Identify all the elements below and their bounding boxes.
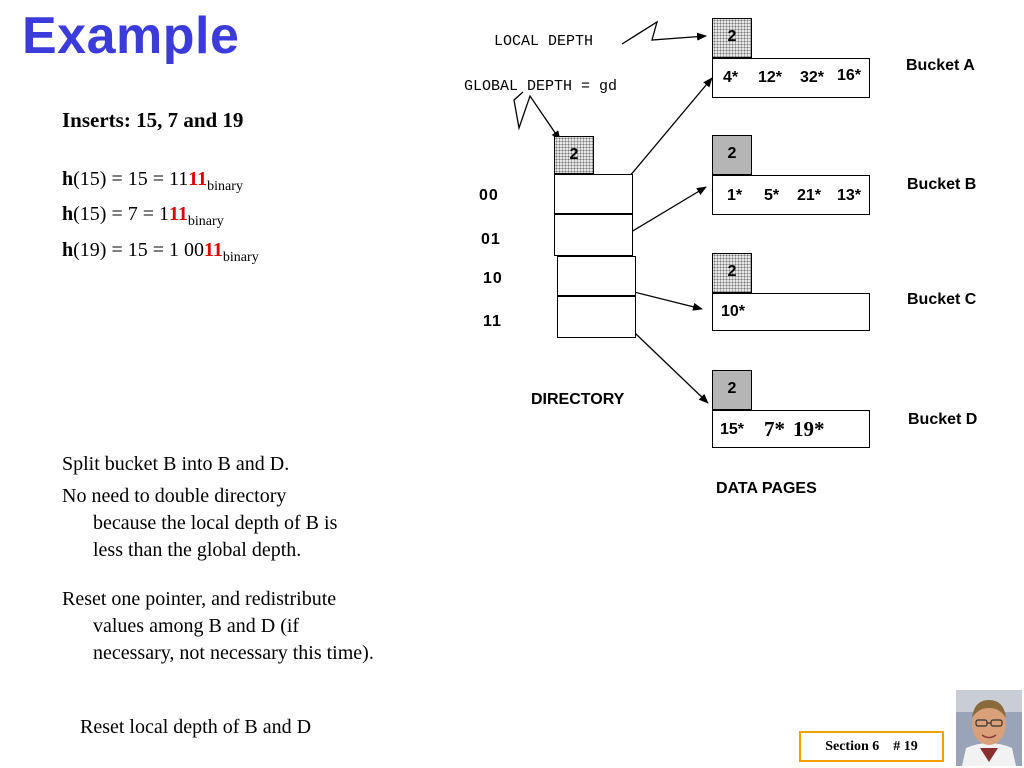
hash-fn: h <box>62 203 74 225</box>
hash-expr: (15) = 15 = 11 <box>73 168 189 190</box>
bucket-b-label: Bucket B <box>907 176 977 193</box>
hash-bits: 11 <box>204 239 223 261</box>
directory-label: DIRECTORY <box>531 391 625 408</box>
hash-line-2: h(15) = 7 = 111binary <box>62 203 224 230</box>
directory-cell-10 <box>557 256 636 296</box>
hash-bits: 11 <box>169 203 188 225</box>
data-pages-label: DATA PAGES <box>716 480 817 497</box>
local-depth-callout <box>621 20 707 45</box>
bucket-c-label: Bucket C <box>907 291 977 308</box>
last-note: Reset local depth of B and D <box>80 716 312 738</box>
bucket-a-page: 4* 12* 32* 16* <box>712 58 870 98</box>
bullet-split: Split bucket B into B and D. <box>62 451 289 478</box>
bullet-text-cont: values among B and D (if <box>93 615 300 637</box>
bullet-text-cont: less than the global depth. <box>93 539 302 561</box>
bullet-reset-pointer: Reset one pointer, and redistribute valu… <box>62 586 374 667</box>
directory-entry-00: 00 <box>479 187 499 204</box>
global-depth-label: GLOBAL DEPTH = gd <box>464 78 618 95</box>
hash-sub: binary <box>222 250 259 265</box>
bullet-text-cont: because the local depth of B is <box>93 512 338 534</box>
hash-expr: (19) = 15 = 1 00 <box>73 239 205 261</box>
bucket-c-local-depth: 2 <box>712 253 752 293</box>
bullet-text: No need to double directory <box>62 485 287 507</box>
bucket-entry: 5* <box>764 187 780 204</box>
hash-line-3: h(19) = 15 = 1 0011binary <box>62 239 259 266</box>
hash-expr: (15) = 7 = 1 <box>73 203 170 225</box>
bucket-a-local-depth: 2 <box>712 18 752 58</box>
bucket-entry: 1* <box>727 187 743 204</box>
hash-bits: 11 <box>188 168 208 190</box>
bucket-d-local-depth: 2 <box>712 370 752 410</box>
directory-cell-00 <box>554 174 633 214</box>
bucket-entry: 19* <box>793 417 825 441</box>
directory-entry-11: 11 <box>483 313 502 330</box>
directory-entry-01: 01 <box>481 231 501 248</box>
bullet-text-cont: necessary, not necessary this time). <box>93 642 374 664</box>
bucket-entry: 21* <box>797 187 822 204</box>
bucket-entry: 13* <box>837 187 862 204</box>
bucket-entry: 15* <box>720 421 745 438</box>
bucket-entry: 10* <box>721 303 746 320</box>
directory-cell-01 <box>554 214 633 256</box>
hash-fn: h <box>62 168 74 190</box>
bucket-entry: 4* <box>723 69 739 86</box>
bucket-a-label: Bucket A <box>906 57 975 74</box>
bucket-entry: 32* <box>800 69 825 86</box>
bucket-d-label: Bucket D <box>908 411 978 428</box>
directory-cell-11 <box>557 296 636 338</box>
section-footer: Section 6 # 19 <box>799 731 944 762</box>
bucket-entry: 16* <box>837 67 862 84</box>
global-depth-box: 2 <box>554 136 594 174</box>
slide-title: Example <box>22 7 240 65</box>
hash-line-1: h(15) = 15 = 1111binary <box>62 168 243 195</box>
directory-entry-10: 10 <box>483 270 503 287</box>
bucket-c-page: 10* <box>712 293 870 331</box>
bucket-entry: 7* <box>764 417 785 441</box>
bullet-text: Split bucket B into B and D. <box>62 453 290 475</box>
hash-sub: binary <box>187 214 224 229</box>
hash-sub: binary <box>207 179 243 194</box>
bucket-d-page: 15* 7* 19* <box>712 410 870 448</box>
bucket-entry: 12* <box>758 69 783 86</box>
local-depth-label: LOCAL DEPTH <box>494 33 594 50</box>
bullet-text: Reset one pointer, and redistribute <box>62 588 337 610</box>
bucket-b-page: 1* 5* 21* 13* <box>712 175 870 215</box>
hash-fn: h <box>62 239 74 261</box>
bullet-no-double: No need to double directory because the … <box>62 483 337 564</box>
global-depth-callout <box>513 91 561 141</box>
presenter-photo <box>956 690 1022 766</box>
bucket-b-local-depth: 2 <box>712 135 752 175</box>
inserts-heading: Inserts: 15, 7 and 19 <box>62 108 244 132</box>
